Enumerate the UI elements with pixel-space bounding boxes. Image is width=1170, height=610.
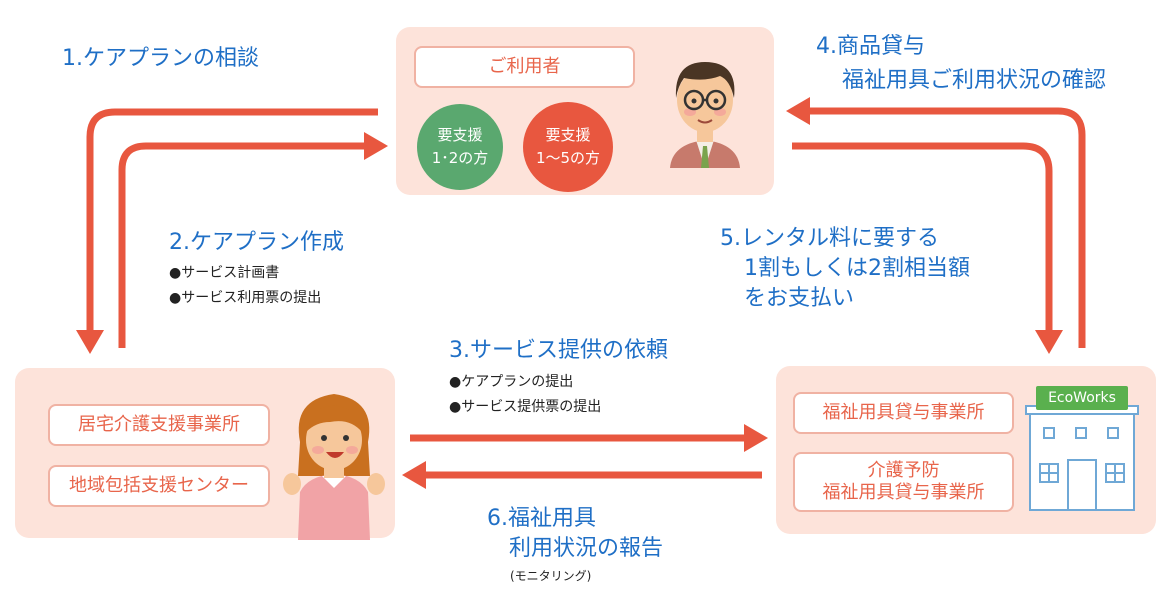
step3-bullet-1: ●ケアプランの提出 [449, 374, 574, 390]
step6-note: (モニタリング) [510, 569, 592, 583]
arrow-step6-head [402, 461, 426, 489]
step4-label-line2: 福祉用具ご利用状況の確認 [842, 68, 1107, 93]
user-man-icon [670, 62, 740, 168]
step5-label-line3: をお支払い [744, 286, 855, 311]
care-item-kyotaku: 居宅介護支援事業所 [48, 404, 270, 446]
step2-label: 2.ケアプラン作成 [169, 230, 344, 255]
circle-red-line2: 1～5の方 [535, 149, 601, 167]
care-item-houkatsu: 地域包括支援センター [48, 465, 270, 507]
user-label: ご利用者 [414, 46, 635, 88]
rental-item-yobou-line2: 福祉用具貸与事業所 [822, 482, 985, 503]
arrow-step2 [118, 142, 368, 348]
step6-label-line1: 6.福祉用具 [487, 506, 596, 531]
arrow-step5-head [1035, 330, 1063, 354]
arrow-step3-head [744, 424, 768, 452]
circle-red-line1: 要支援 [545, 125, 591, 144]
rental-item-yobou: 介護予防 福祉用具貸与事業所 [793, 452, 1014, 512]
step2-bullet-1: ●サービス計画書 [169, 265, 280, 281]
circle-green-line1: 要支援 [437, 125, 483, 144]
rental-item-yobou-line1: 介護予防 [867, 459, 940, 481]
step6-label-line2: 利用状況の報告 [509, 536, 664, 561]
step1-label: 1.ケアプランの相談 [62, 46, 259, 71]
step3-bullet-2: ●サービス提供票の提出 [449, 399, 602, 415]
step5-label-line1: 5.レンタル料に要する [720, 226, 939, 251]
arrow-step4 [806, 107, 1086, 348]
step2-bullet-2: ●サービス利用票の提出 [169, 290, 322, 306]
arrow-step1 [86, 108, 378, 335]
arrow-step1-head [76, 330, 104, 354]
brand-badge: EcoWorks [1036, 386, 1128, 410]
arrow-step2-head [364, 132, 388, 160]
circle-support-1-5: 要支援 1～5の方 [523, 102, 613, 192]
rental-item-taiyo: 福祉用具貸与事業所 [793, 392, 1014, 434]
step4-label-line1: 4.商品貸与 [816, 34, 925, 59]
step3-label: 3.サービス提供の依頼 [449, 338, 668, 363]
arrow-step4-head [786, 97, 810, 125]
circle-green-line2: 1･2の方 [431, 149, 489, 167]
building-icon [1025, 405, 1139, 511]
care-woman-icon [283, 394, 385, 540]
circle-support-1-2: 要支援 1･2の方 [417, 104, 503, 190]
arrow-step5 [792, 142, 1053, 333]
step5-label-line2: 1割もしくは2割相当額 [744, 256, 970, 281]
